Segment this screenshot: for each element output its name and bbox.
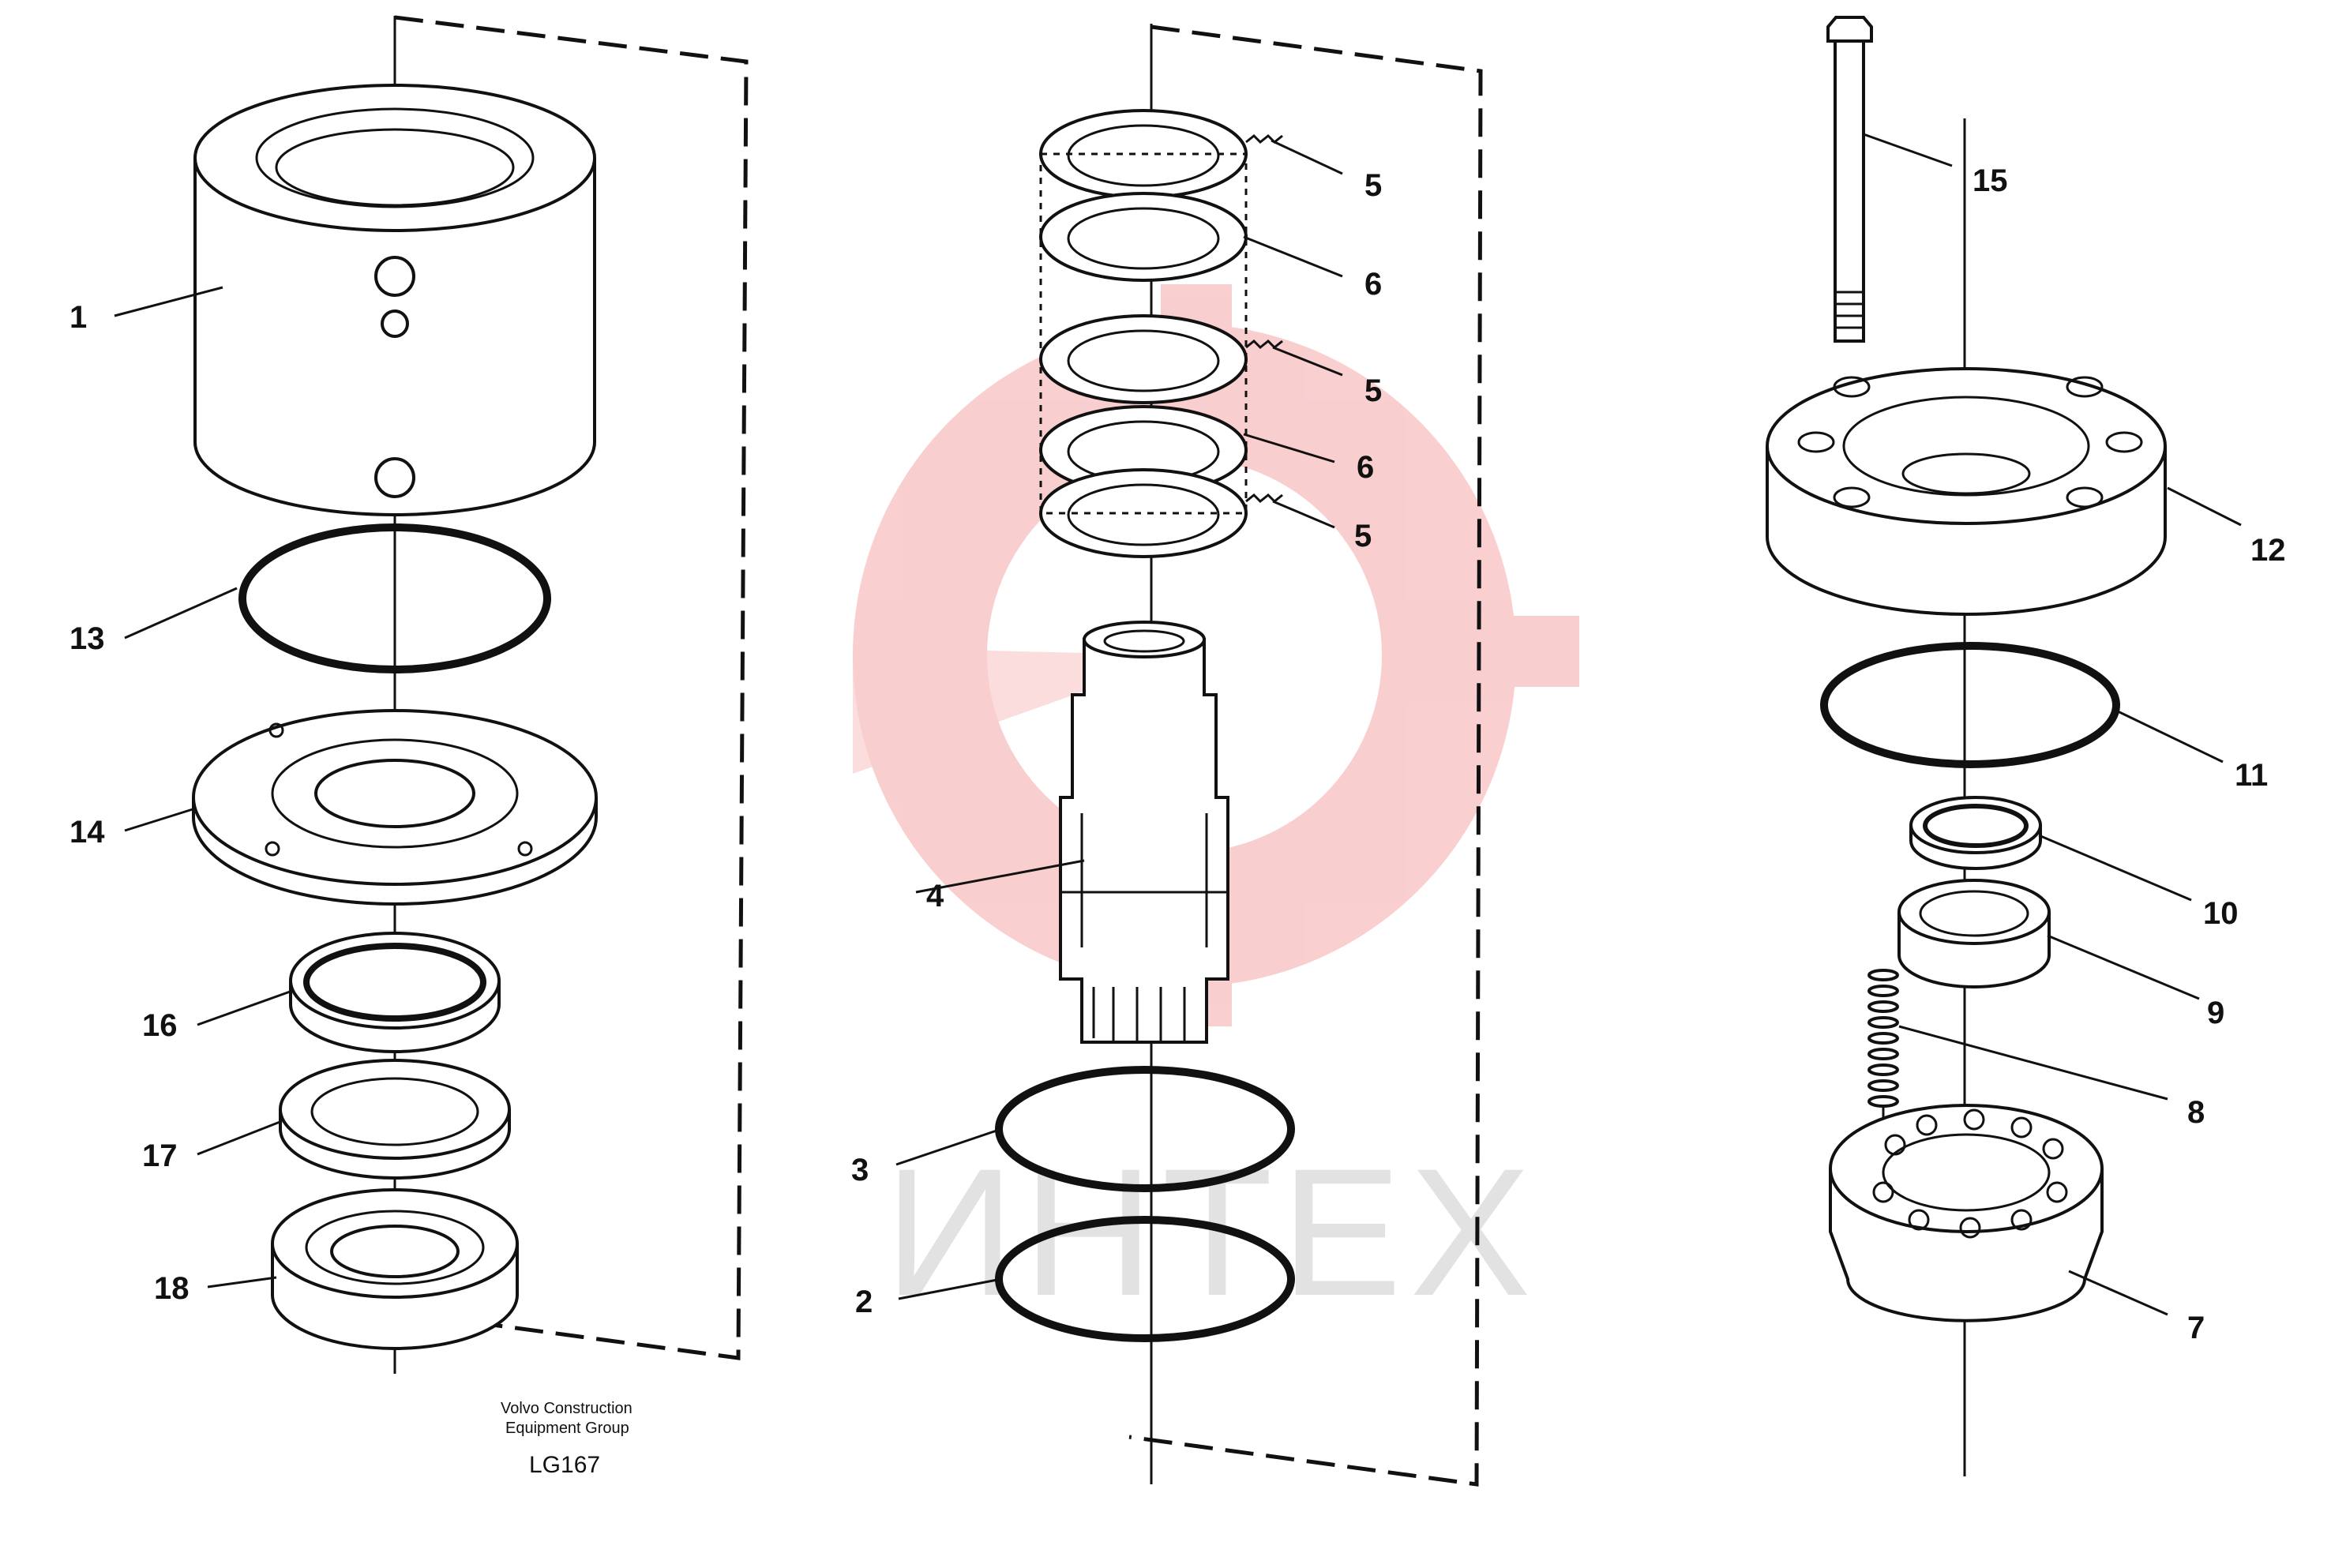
callout-15: 15 xyxy=(1973,163,2008,198)
callout-2: 2 xyxy=(855,1285,873,1319)
group-outline-right xyxy=(1128,24,1483,1487)
part-10-seal xyxy=(1909,796,2042,870)
callout-14: 14 xyxy=(69,815,105,850)
part-15-bolt xyxy=(1826,16,1873,343)
part-11-o-ring xyxy=(1820,642,2120,768)
leader-lines xyxy=(114,133,2242,1316)
callout-3: 3 xyxy=(851,1153,869,1187)
callout-4: 4 xyxy=(926,879,944,913)
part-8-spring xyxy=(1867,969,1899,1137)
callout-13: 13 xyxy=(69,621,105,656)
part-9-bearing xyxy=(1897,879,2051,988)
caption-line-1: Volvo Construction xyxy=(501,1400,632,1417)
callout-6-top: 6 xyxy=(1364,267,1382,302)
part-17-ring xyxy=(279,1059,511,1180)
callout-18: 18 xyxy=(154,1271,190,1306)
part-18-bearing xyxy=(271,1188,519,1350)
part-4-shaft xyxy=(1059,621,1229,1044)
part-12-cover xyxy=(1766,367,2167,616)
part-13-o-ring xyxy=(238,523,551,673)
callout-6-bottom: 6 xyxy=(1357,450,1374,485)
callout-12: 12 xyxy=(2250,533,2286,568)
group-outline-left xyxy=(386,15,749,1360)
callout-7: 7 xyxy=(2187,1311,2205,1345)
part-1-housing xyxy=(193,84,596,516)
callout-5-top: 5 xyxy=(1364,168,1382,203)
callout-8: 8 xyxy=(2187,1095,2205,1130)
callout-5-middle: 5 xyxy=(1364,373,1382,408)
part-7-cylinder-block xyxy=(1829,1104,2104,1322)
callout-11: 11 xyxy=(2235,758,2268,793)
part-5-disc-bottom xyxy=(1039,468,1283,558)
part-16-seal xyxy=(289,932,501,1053)
watermark-text: ИНТЕХ xyxy=(884,1131,1539,1334)
disc-stack-guide xyxy=(1039,152,1248,515)
caption-line-2: Equipment Group xyxy=(505,1420,629,1437)
caption-code: LG167 xyxy=(529,1452,600,1478)
callout-10: 10 xyxy=(2203,896,2239,931)
callout-1: 1 xyxy=(69,300,87,335)
callout-5-bottom: 5 xyxy=(1354,519,1372,553)
callout-17: 17 xyxy=(142,1138,178,1173)
part-14-flange xyxy=(192,709,598,906)
callout-9: 9 xyxy=(2207,996,2224,1030)
part-6-disc-top xyxy=(1039,192,1248,282)
callout-16: 16 xyxy=(142,1008,178,1043)
